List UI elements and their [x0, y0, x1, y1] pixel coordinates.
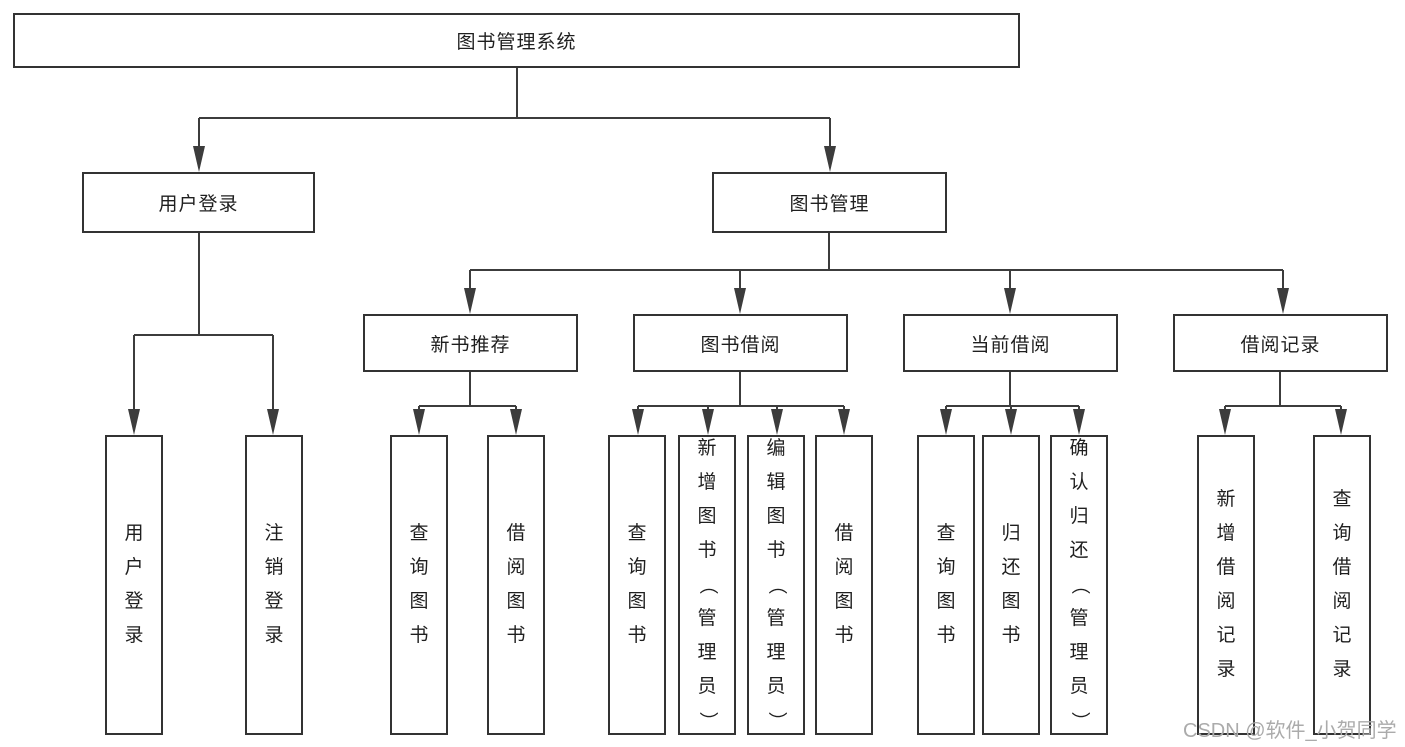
vertical-char: 图 [766, 506, 786, 527]
node-borrowing-records: 借阅记录 [1173, 314, 1388, 372]
vertical-char: 询 [1332, 523, 1352, 544]
node-user-login: 用户登录 [82, 172, 315, 233]
vertical-char: 图 [936, 591, 956, 612]
vertical-char: 辑 [766, 472, 786, 493]
vertical-char: 阅 [1332, 591, 1352, 612]
vertical-char: 录 [264, 625, 284, 646]
vertical-char: 员 [1069, 676, 1089, 697]
vertical-char: 查 [936, 523, 956, 544]
vertical-char: 书 [766, 540, 786, 561]
vertical-char: 阅 [506, 557, 526, 578]
leaf-add-borrow-record: 新增借阅记录 [1197, 435, 1255, 735]
node-book-management: 图书管理 [712, 172, 947, 233]
vertical-char: 记 [1332, 625, 1352, 646]
vertical-char: 编 [766, 438, 786, 459]
vertical-char: 书 [1001, 625, 1021, 646]
vertical-char: 理 [1069, 642, 1089, 663]
vertical-char: 询 [627, 557, 647, 578]
leaf-query-books-borrowing: 查询图书 [608, 435, 666, 735]
vertical-char: 书 [627, 625, 647, 646]
vertical-char: 用 [124, 523, 144, 544]
leaf-query-borrow-record: 查询借阅记录 [1313, 435, 1371, 735]
vertical-char: （ [766, 575, 787, 595]
vertical-char: 还 [1069, 540, 1089, 561]
leaf-logout: 注销登录 [245, 435, 303, 735]
vertical-char: 查 [409, 523, 429, 544]
vertical-char: 录 [1332, 659, 1352, 680]
vertical-char: 新 [697, 438, 717, 459]
vertical-char: 询 [936, 557, 956, 578]
vertical-char: 书 [834, 625, 854, 646]
tree-edges [133, 68, 1342, 431]
vertical-char: 理 [766, 642, 786, 663]
vertical-char: 图 [506, 591, 526, 612]
vertical-char: 登 [264, 591, 284, 612]
vertical-char: （ [1069, 575, 1090, 595]
vertical-char: 查 [627, 523, 647, 544]
vertical-char: 查 [1332, 489, 1352, 510]
vertical-char: 员 [697, 676, 717, 697]
vertical-char: 新 [1216, 489, 1236, 510]
vertical-char: 图 [834, 591, 854, 612]
leaf-return-books: 归还图书 [982, 435, 1040, 735]
leaf-query-books-current: 查询图书 [917, 435, 975, 735]
vertical-char: 借 [834, 523, 854, 544]
leaf-user-login: 用户登录 [105, 435, 163, 735]
vertical-char: 管 [1069, 608, 1089, 629]
vertical-char: 录 [1216, 659, 1236, 680]
leaf-query-books-recommend: 查询图书 [390, 435, 448, 735]
node-book-borrowing: 图书借阅 [633, 314, 848, 372]
vertical-char: 记 [1216, 625, 1236, 646]
vertical-char: 书 [697, 540, 717, 561]
vertical-char: 书 [409, 625, 429, 646]
vertical-char: 确 [1069, 438, 1089, 459]
vertical-char: 认 [1069, 472, 1089, 493]
vertical-char: 注 [264, 523, 284, 544]
vertical-char: 户 [124, 557, 144, 578]
vertical-char: 借 [506, 523, 526, 544]
vertical-char: 登 [124, 591, 144, 612]
vertical-char: 员 [766, 676, 786, 697]
vertical-char: 阅 [834, 557, 854, 578]
leaf-edit-book-admin: 编辑图书 （ 管理员 ） [747, 435, 805, 735]
node-new-book-recommend: 新书推荐 [363, 314, 578, 372]
vertical-char: 管 [697, 608, 717, 629]
vertical-char: 增 [697, 472, 717, 493]
vertical-char: （ [697, 575, 718, 595]
vertical-char: ） [1069, 711, 1090, 731]
leaf-borrow-books-borrowing: 借阅图书 [815, 435, 873, 735]
vertical-char: 询 [409, 557, 429, 578]
vertical-char: 归 [1001, 523, 1021, 544]
vertical-char: 录 [124, 625, 144, 646]
vertical-char: 书 [936, 625, 956, 646]
vertical-char: 借 [1332, 557, 1352, 578]
vertical-char: 借 [1216, 557, 1236, 578]
leaf-add-book-admin: 新增图书 （ 管理员 ） [678, 435, 736, 735]
node-current-borrowing: 当前借阅 [903, 314, 1118, 372]
vertical-char: 还 [1001, 557, 1021, 578]
vertical-char: ） [766, 711, 787, 731]
leaf-borrow-books-recommend: 借阅图书 [487, 435, 545, 735]
vertical-char: 图 [1001, 591, 1021, 612]
vertical-char: 书 [506, 625, 526, 646]
vertical-char: 销 [264, 557, 284, 578]
vertical-char: 图 [627, 591, 647, 612]
vertical-char: 管 [766, 608, 786, 629]
vertical-char: 阅 [1216, 591, 1236, 612]
node-library-system: 图书管理系统 [13, 13, 1020, 68]
leaf-confirm-return-admin: 确认归还 （ 管理员 ） [1050, 435, 1108, 735]
vertical-char: 增 [1216, 523, 1236, 544]
vertical-char: ） [697, 711, 718, 731]
vertical-char: 归 [1069, 506, 1089, 527]
vertical-char: 理 [697, 642, 717, 663]
vertical-char: 图 [697, 506, 717, 527]
csdn-watermark: CSDN @软件_小贺同学 [1183, 720, 1397, 742]
vertical-char: 图 [409, 591, 429, 612]
